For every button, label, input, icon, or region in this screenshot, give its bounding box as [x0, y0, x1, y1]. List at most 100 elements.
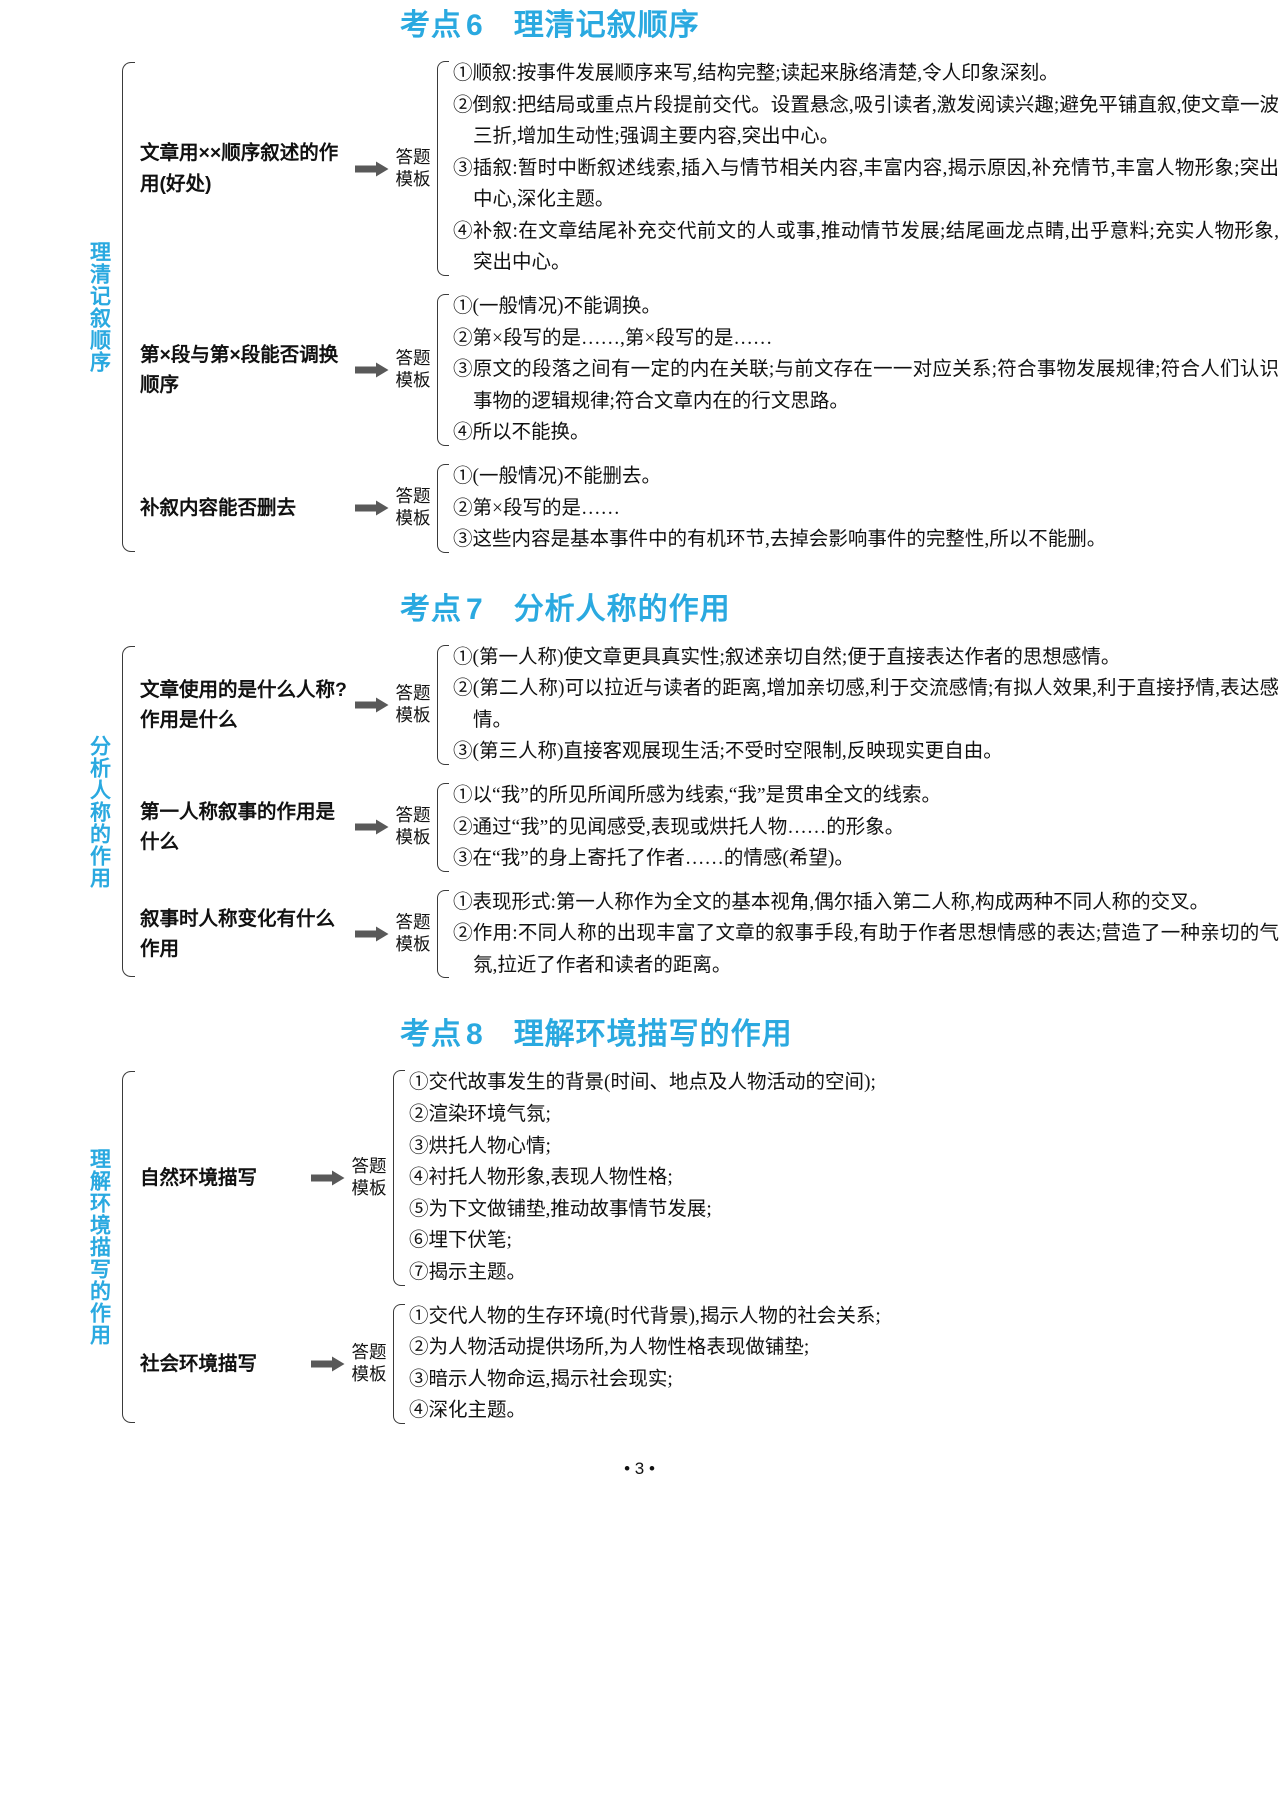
answer-item: ②为人物活动提供场所,为人物性格表现做铺垫; — [409, 1337, 810, 1359]
answer-item: ④所以不能换。 — [453, 422, 590, 444]
answer-item: ②通过“我”的见闻感受,表现或烘托人物……的形象。 — [453, 816, 905, 838]
topic-row: 自然环境描写 答题模板 ①交代故事发生的背景(时间、地点及人物活动的空间);②渲染环… — [140, 1061, 1279, 1294]
answer-template-content: ①(一般情况)不能调换。 ②第×段写的是……,第×段写的是…… ③原文的段落之间有一… — [449, 291, 1279, 449]
topic-row: 叙事时人称变化有什么作用 答题模板 ①表现形式:第一人称作为全文的基本视角,偶尔插入… — [140, 881, 1279, 988]
answer-template-label: 答题模板 — [395, 912, 431, 955]
section-body: 理清记叙顺序文章用××顺序叙述的作用(好处) 答题模板 ①顺叙:按事件发展顺序来写,… — [0, 52, 1279, 562]
answer-item: ①以“我”的所见所闻所感为线索,“我”是贯串全文的线索。 — [453, 784, 942, 806]
row-brace — [434, 58, 449, 279]
answer-item: ①(第一人称)使文章更具真实性;叙述亲切自然;便于直接表达作者的思想感情。 — [453, 646, 1121, 668]
page-number: • 3 • — [624, 1458, 655, 1478]
answer-item: ①顺叙:按事件发展顺序来写,结构完整;读起来脉络清楚,令人印象深刻。 — [453, 63, 1059, 84]
topic-node-label: 文章用××顺序叙述的作用(好处) — [140, 142, 339, 195]
section-spine-label: 理清记叙顺序 — [78, 52, 120, 562]
item-marker: ② — [453, 497, 473, 519]
topic-row: 第×段与第×段能否调换顺序 答题模板 ①(一般情况)不能调换。 ②第×段写的是……,第… — [140, 285, 1279, 455]
answer-item: ④深化主题。 — [409, 1400, 527, 1422]
section-title-number: 6 — [466, 9, 484, 42]
topic-node-label: 叙事时人称变化有什么作用 — [140, 907, 336, 961]
topic-node-label: 自然环境描写 — [140, 1166, 258, 1189]
arrow-right-icon — [352, 819, 392, 835]
item-marker: ① — [453, 646, 473, 668]
item-marker: ③ — [453, 529, 473, 551]
answer-template-label: 答题模板 — [351, 1156, 387, 1198]
spine-label-text: 理解环境描写的作用 — [87, 1148, 111, 1347]
topic-node-label: 补叙内容能否删去 — [140, 497, 297, 520]
row-brace — [434, 461, 449, 556]
answer-item: ③原文的段落之间有一定的内在关联;与前文存在一一对应关系;符合事物发展规律;符合… — [453, 359, 1279, 412]
spine-label-text: 分析人称的作用 — [87, 734, 111, 889]
item-marker: ② — [453, 94, 473, 116]
item-marker: ③ — [409, 1368, 429, 1390]
item-marker: ③ — [453, 359, 473, 381]
answer-item: ①交代故事发生的背景(时间、地点及人物活动的空间); — [409, 1072, 876, 1094]
item-marker: ① — [453, 465, 473, 487]
section-title-name: 理解环境描写的作用 — [513, 1018, 793, 1052]
spacer — [0, 1053, 1279, 1061]
answer-item: ③(第三人称)直接客观展现生活;不受时空限制,反映现实更自由。 — [453, 741, 1003, 763]
answer-item: ③这些内容是基本事件中的有机环节,去掉会影响事件的完整性,所以不能删。 — [453, 529, 1107, 551]
item-marker: ① — [453, 63, 473, 84]
row-brace — [434, 642, 449, 768]
section-rows: 文章用××顺序叙述的作用(好处) 答题模板 ①顺叙:按事件发展顺序来写,结构完整;读… — [140, 52, 1279, 562]
item-marker: ② — [409, 1337, 429, 1359]
answer-item: ⑤为下文做铺垫,推动故事情节发展; — [409, 1198, 712, 1220]
item-marker: ④ — [409, 1400, 429, 1422]
section-title-number: 7 — [466, 592, 484, 626]
item-marker: ③ — [453, 157, 473, 179]
answer-template-content: ①顺叙:按事件发展顺序来写,结构完整;读起来脉络清楚,令人印象深刻。②倒叙:把结… — [449, 58, 1279, 279]
answer-item: ③烘托人物心情; — [409, 1135, 551, 1157]
topic-row: 第一人称叙事的作用是什么 答题模板 ①以“我”的所见所闻所感为线索,“我”是贯串全文… — [140, 774, 1279, 881]
row-brace — [390, 1301, 405, 1427]
item-marker: ⑥ — [409, 1230, 429, 1252]
item-marker: ④ — [409, 1167, 429, 1189]
section-spine-label: 理解环境描写的作用 — [78, 1061, 120, 1432]
answer-template-content: ①交代故事发生的背景(时间、地点及人物活动的空间);②渲染环境气氛;③烘托人物心… — [405, 1067, 1279, 1288]
answer-item: ⑦揭示主题。 — [409, 1261, 527, 1283]
section-title-number: 8 — [466, 1018, 484, 1052]
arrow-right-icon — [352, 362, 392, 378]
section-title-name: 理清记叙顺序 — [513, 9, 700, 42]
answer-template-label: 答题模板 — [351, 1341, 387, 1384]
topic-node-label: 第一人称叙事的作用是什么 — [140, 801, 336, 854]
arrow-right-icon — [352, 926, 392, 942]
answer-template-label: 答题模板 — [395, 805, 431, 848]
answer-template-content: ①以“我”的所见所闻所感为线索,“我”是贯串全文的线索。 ②通过“我”的见闻感受,… — [449, 780, 1279, 875]
spacer — [0, 44, 1279, 52]
item-marker: ④ — [453, 422, 473, 444]
item-marker: ③ — [453, 741, 473, 763]
answer-template-content: ①(第一人称)使文章更具真实性;叙述亲切自然;便于直接表达作者的思想感情。 ②(第… — [449, 642, 1279, 768]
answer-item: ②作用:不同人称的出现丰富了文章的叙事手段,有助于作者思想情感的表达;营造了一种… — [453, 923, 1279, 976]
topic-node-label: 第×段与第×段能否调换顺序 — [140, 343, 339, 396]
answer-item: ①(一般情况)不能调换。 — [453, 296, 662, 318]
answer-item: ④衬托人物形象,表现人物性格; — [409, 1167, 673, 1189]
item-marker: ⑦ — [409, 1261, 429, 1283]
row-brace — [434, 780, 449, 875]
answer-item: ⑥埋下伏笔; — [409, 1230, 512, 1252]
row-brace — [434, 887, 449, 982]
arrow-right-icon — [352, 500, 392, 516]
section-brace — [120, 1061, 136, 1432]
item-marker: ② — [453, 923, 473, 945]
arrow-right-icon — [352, 697, 392, 713]
answer-item: ①表现形式:第一人称作为全文的基本视角,偶尔插入第二人称,构成两种不同人称的交叉… — [453, 891, 1210, 913]
answer-item: ②(第二人称)可以拉近与读者的距离,增加亲切感,利于交流感情;有拟人效果,利于直… — [453, 678, 1279, 731]
item-marker: ⑤ — [409, 1198, 429, 1220]
answer-template-label: 答题模板 — [395, 348, 431, 390]
answer-item: ②第×段写的是…… — [453, 497, 621, 519]
section-spine-label: 分析人称的作用 — [78, 636, 120, 988]
answer-item: ②第×段写的是……,第×段写的是…… — [453, 327, 773, 349]
answer-item: ③在“我”的身上寄托了作者……的情感(希望)。 — [453, 848, 854, 870]
answer-item: ①(一般情况)不能删去。 — [453, 465, 662, 487]
item-marker: ③ — [409, 1135, 429, 1157]
